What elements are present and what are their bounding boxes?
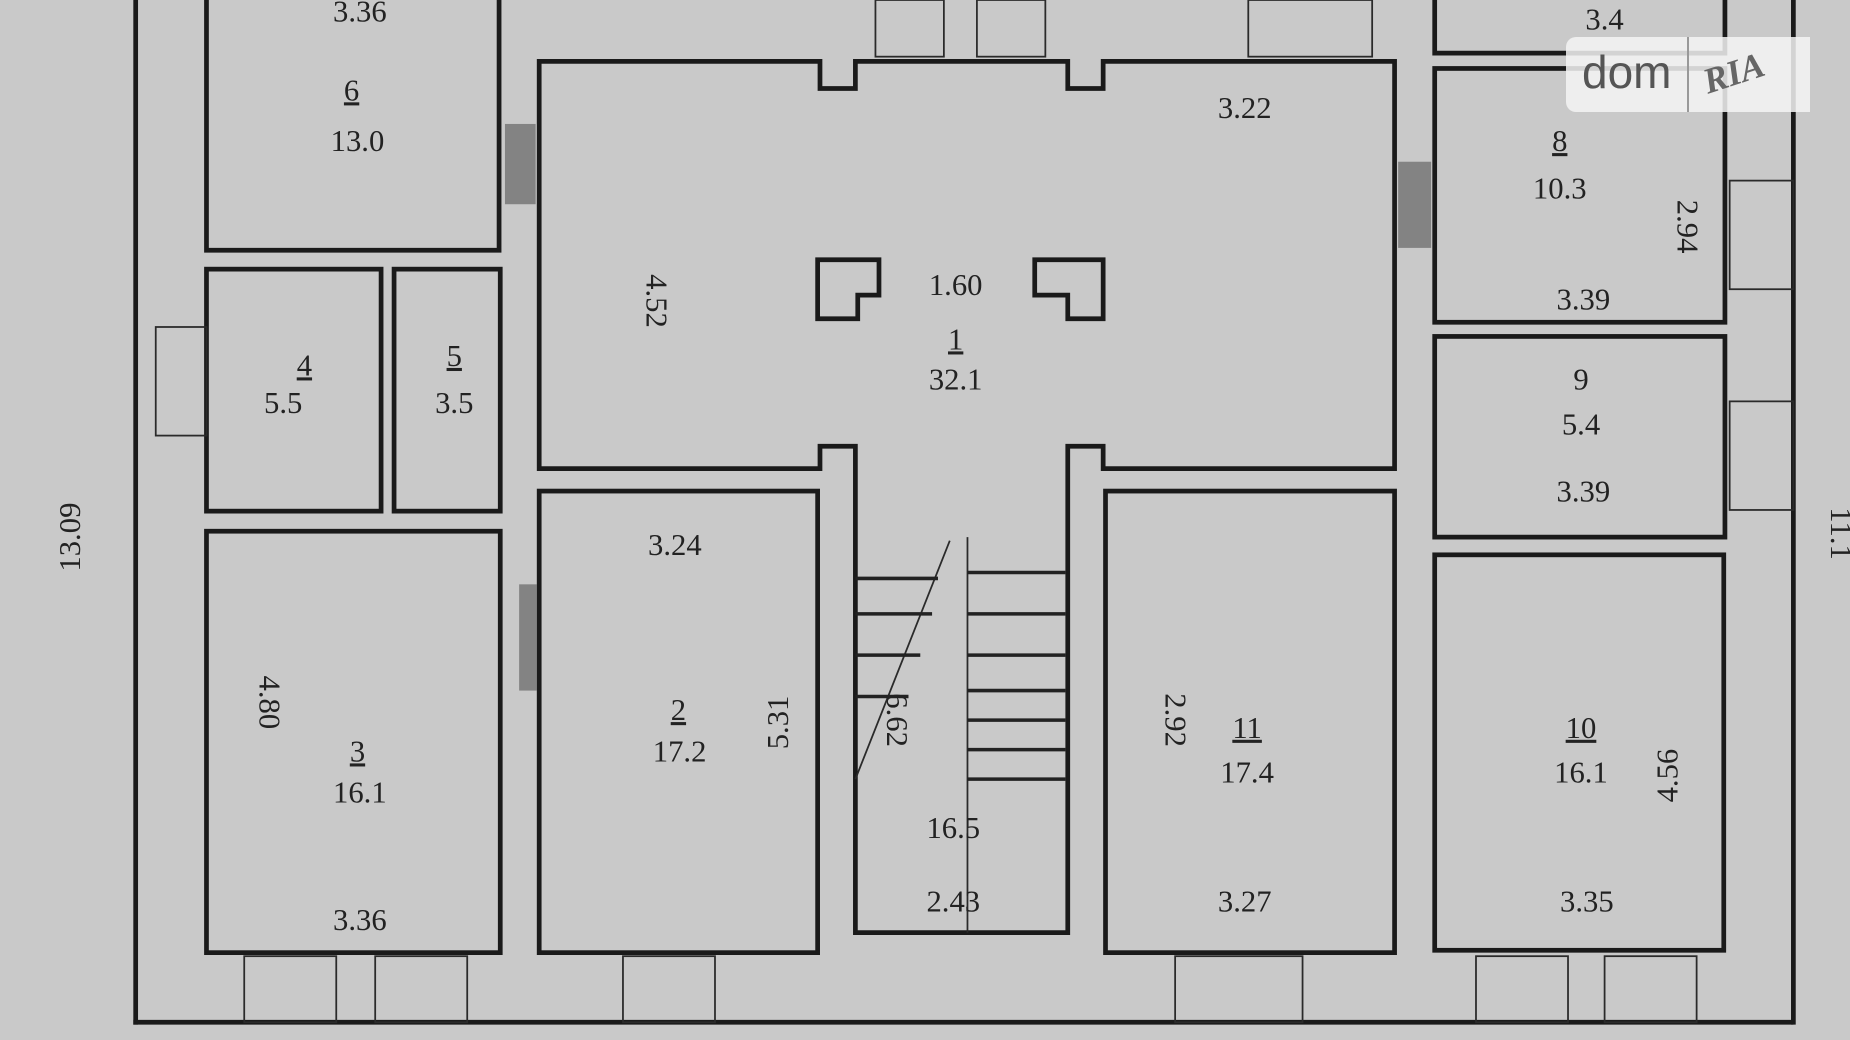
dim-label: 3.24 [648, 528, 702, 562]
room-number: 5 [447, 339, 462, 373]
dim-label: 3.35 [1560, 884, 1614, 918]
room-number: 2 [671, 693, 686, 727]
room-area: 32.1 [929, 363, 983, 397]
room-number: 6 [344, 73, 359, 107]
room-area: 16.5 [926, 811, 980, 845]
room-number: 11 [1232, 711, 1262, 745]
dim-label: 1.60 [929, 268, 983, 302]
dim-label: 3.36 [333, 0, 387, 28]
dim-label: 5.31 [761, 696, 795, 750]
room-number: 4 [297, 348, 312, 382]
watermark-logo: dom RIA [1566, 37, 1810, 112]
room-number: 3 [350, 734, 365, 768]
room-area: 5.4 [1562, 407, 1600, 441]
room-labels: 3.36 6 13.0 4 5.5 5 3.5 4.80 3 16.1 3.36… [53, 0, 1850, 937]
staircase [854, 537, 1066, 933]
dim-label: 2.92 [1159, 693, 1193, 747]
dim-label: 3.39 [1557, 475, 1611, 509]
room-area: 16.1 [333, 776, 387, 810]
room-area: 13.0 [331, 124, 385, 158]
windows [154, 0, 1795, 1024]
room-area: 10.3 [1533, 171, 1587, 205]
room-area: 17.2 [653, 734, 707, 768]
overall-dim-right: 11.1 [1824, 507, 1850, 560]
dim-label: 4.80 [253, 676, 287, 730]
dim-label: 2.43 [926, 884, 980, 918]
room-number: 8 [1552, 124, 1567, 158]
dim-label: 3.4 [1585, 3, 1623, 37]
room-area: 5.5 [264, 386, 302, 420]
room-number: 9 [1573, 363, 1588, 397]
hatched-doors [504, 123, 1432, 691]
dim-label: 6.62 [880, 693, 914, 747]
room-area: 16.1 [1554, 756, 1608, 790]
watermark-brand: dom [1566, 37, 1690, 112]
dim-label: 3.36 [333, 903, 387, 937]
overall-dim-left: 13.09 [53, 503, 87, 572]
dim-label: 3.39 [1557, 282, 1611, 316]
dim-label: 3.22 [1218, 91, 1272, 125]
dim-label: 3.27 [1218, 884, 1272, 918]
dim-label: 2.94 [1671, 200, 1705, 254]
room-number: 10 [1566, 711, 1597, 745]
dim-label: 4.52 [640, 274, 674, 328]
room-area: 3.5 [435, 386, 473, 420]
watermark-sub: RIA [1698, 43, 1770, 101]
room-number: 1 [948, 322, 963, 356]
room-walls [204, 0, 1728, 956]
dim-label: 4.56 [1651, 749, 1685, 803]
room-area: 17.4 [1220, 756, 1274, 790]
